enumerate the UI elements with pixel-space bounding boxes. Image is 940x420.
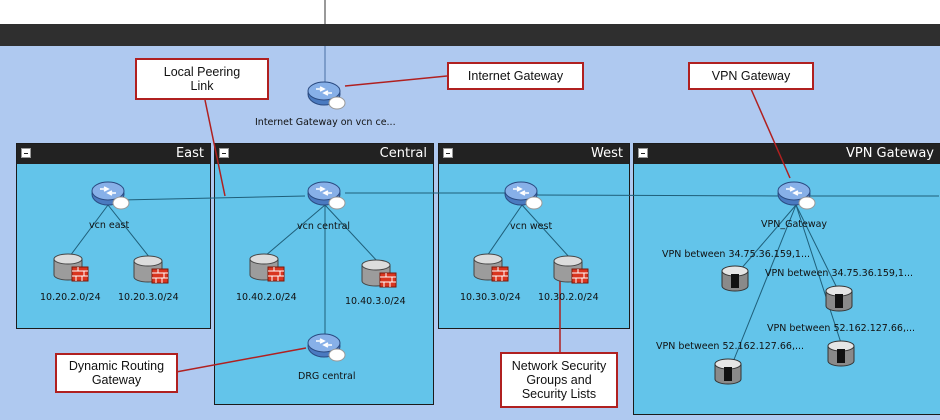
toolbar-strip (0, 24, 940, 46)
subnet-central-2-label: 10.40.3.0/24 (345, 296, 406, 307)
panel-east-minimize-button[interactable] (21, 148, 31, 158)
link-central-sub1 (264, 204, 326, 257)
link-east-central (119, 195, 306, 201)
callout-nsg-text: Network Security Groups and Security Lis… (511, 359, 607, 401)
panel-west-header: West (439, 144, 629, 164)
subnet-west-2-label: 10.30.2.0/24 (538, 292, 599, 303)
callout-pointer-local-peering (204, 99, 226, 197)
vcn-east-label: vcn east (89, 220, 130, 231)
subnet-east-1-icon[interactable] (52, 251, 92, 287)
vcn-west-label: vcn west (510, 221, 553, 232)
link-east-sub1 (69, 204, 109, 257)
panel-east[interactable]: East (16, 143, 211, 329)
top-area (0, 0, 940, 24)
vpn-connection-2-label: VPN between 34.75.36.159,1... (765, 268, 914, 279)
subnet-east-2-icon[interactable] (132, 253, 172, 289)
callout-internet-gateway: Internet Gateway (447, 62, 584, 90)
panel-central-title: Central (379, 146, 427, 161)
vpn-gateway-label: VPN_Gateway (761, 219, 828, 230)
panel-east-header: East (17, 144, 210, 164)
vpn-connection-1-icon[interactable] (720, 264, 750, 294)
vpn-connection-3-icon[interactable] (826, 339, 856, 369)
callout-internet-gateway-text: Internet Gateway (467, 69, 564, 83)
subnet-east-1-label: 10.20.2.0/24 (40, 292, 101, 303)
callout-pointer-internet-gateway (344, 75, 448, 87)
link-vpn-2 (795, 204, 839, 291)
subnet-central-2-icon[interactable] (360, 257, 400, 293)
vcn-central-router-icon[interactable] (306, 180, 346, 212)
link-central-sub2 (324, 204, 379, 263)
link-vpn-1 (739, 204, 797, 271)
vpn-connection-2-icon[interactable] (824, 284, 854, 314)
panel-west-title: West (591, 146, 623, 161)
callout-local-peering-text: Local Peering Link (163, 65, 241, 93)
link-vpn-3 (795, 204, 843, 347)
callout-pointer-drg (175, 347, 307, 373)
callout-vpn-gateway-text: VPN Gateway (711, 69, 791, 83)
panel-central-header: Central (215, 144, 433, 164)
vpn-connection-4-icon[interactable] (713, 357, 743, 387)
vpn-gateway-router-icon[interactable] (776, 180, 816, 212)
link-west-vpn (534, 194, 781, 197)
vpn-connection-3-label: VPN between 52.162.127.66,... (767, 323, 916, 334)
vcn-west-router-icon[interactable] (503, 180, 543, 212)
internet-gateway-router-icon[interactable] (306, 80, 346, 112)
callout-network-security-groups: Network Security Groups and Security Lis… (500, 352, 618, 408)
link-west-sub1 (486, 204, 523, 257)
subnet-west-1-label: 10.30.3.0/24 (460, 292, 521, 303)
vpn-connection-4-label: VPN between 52.162.127.66,... (656, 341, 805, 352)
callout-local-peering-link: Local Peering Link (135, 58, 269, 100)
internet-gateway-label: Internet Gateway on vcn ce... (255, 117, 396, 128)
panel-west-minimize-button[interactable] (443, 148, 453, 158)
vcn-central-label: vcn central (297, 221, 351, 232)
vcn-east-router-icon[interactable] (90, 180, 130, 212)
panel-vpn-header: VPN Gateway (634, 144, 940, 164)
subnet-central-1-label: 10.40.2.0/24 (236, 292, 297, 303)
subnet-central-1-icon[interactable] (248, 251, 288, 287)
callout-drg-text: Dynamic Routing Gateway (68, 359, 165, 387)
panel-vpn-title: VPN Gateway (845, 146, 934, 161)
panel-east-title: East (175, 146, 204, 161)
link-vpn-4 (732, 204, 797, 363)
panel-west[interactable]: West (438, 143, 630, 329)
panel-vpn-minimize-button[interactable] (638, 148, 648, 158)
drg-central-label: DRG central (298, 371, 356, 382)
callout-pointer-vpn-gateway (750, 88, 791, 179)
vpn-connection-1-label: VPN between 34.75.36.159,1... (662, 249, 811, 260)
subnet-west-2-icon[interactable] (552, 253, 592, 289)
subnet-east-2-label: 10.20.3.0/24 (118, 292, 179, 303)
panel-central-minimize-button[interactable] (219, 148, 229, 158)
callout-dynamic-routing-gateway: Dynamic Routing Gateway (55, 353, 178, 393)
link-west-sub2 (521, 204, 571, 259)
link-east-sub2 (107, 204, 151, 259)
subnet-west-1-icon[interactable] (472, 251, 512, 287)
drg-central-router-icon[interactable] (306, 332, 346, 364)
callout-vpn-gateway: VPN Gateway (688, 62, 814, 90)
